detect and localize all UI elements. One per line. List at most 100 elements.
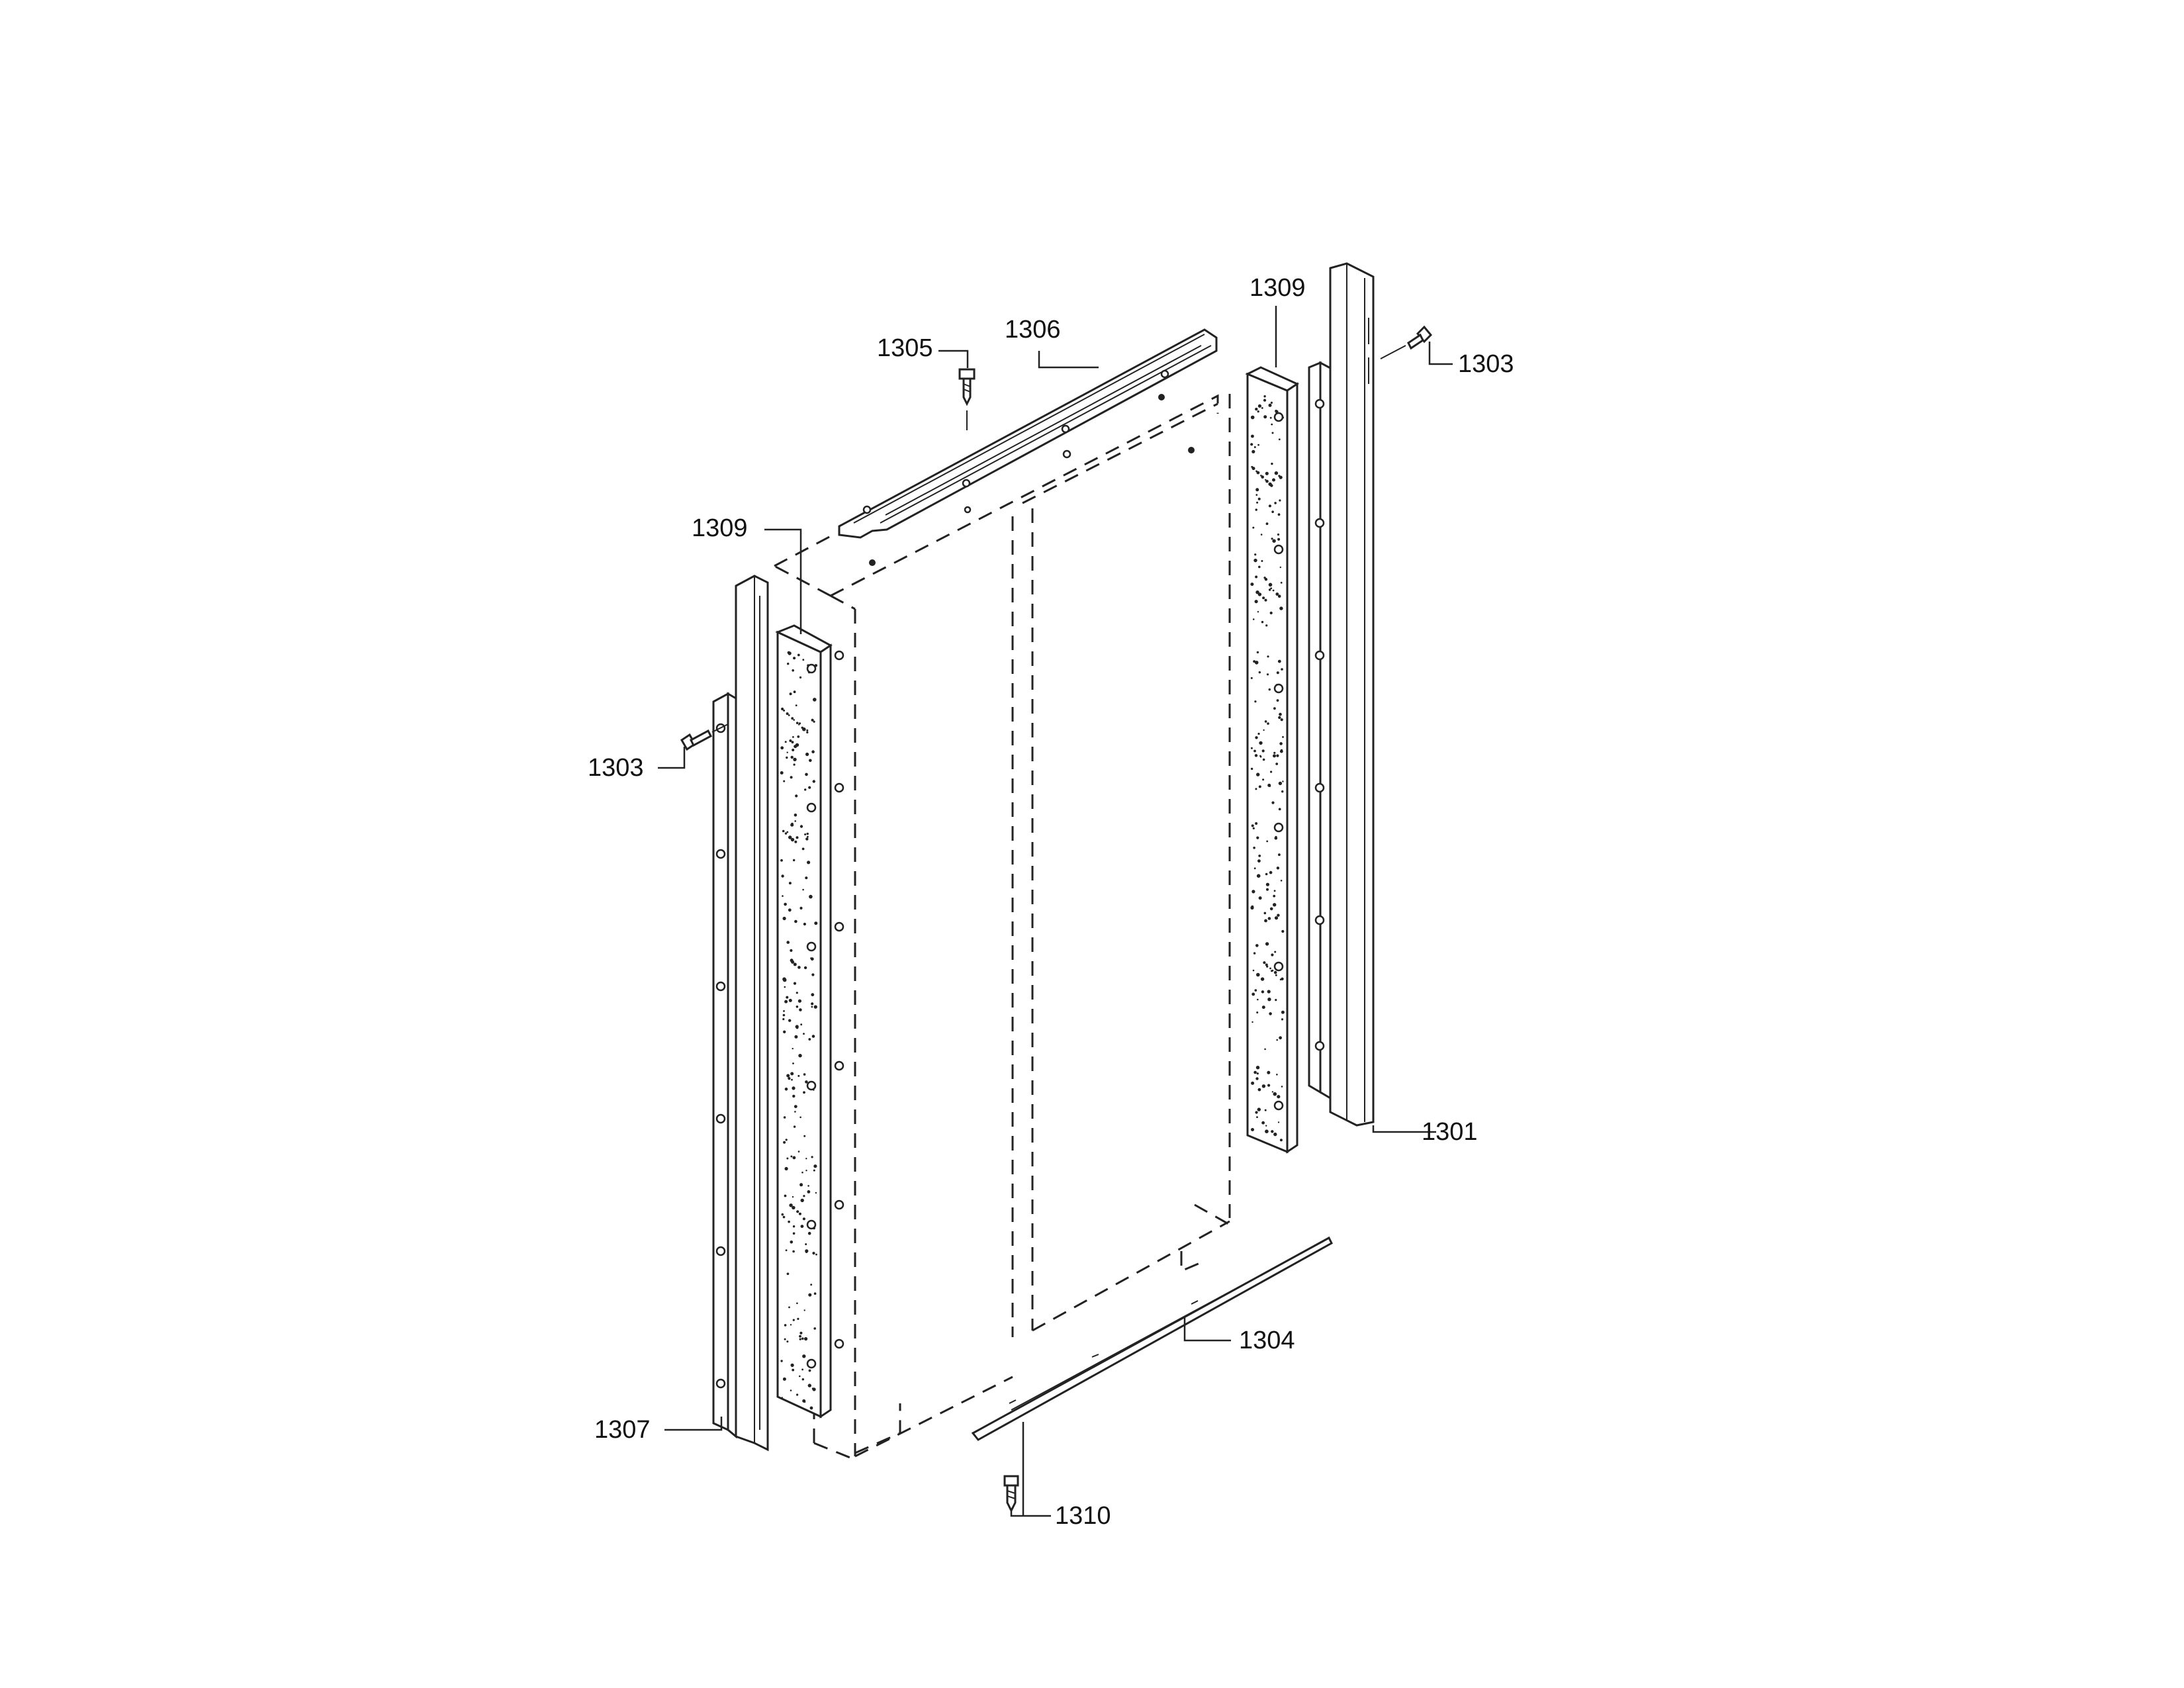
foam-speck xyxy=(786,1157,789,1160)
foam-speck xyxy=(1273,751,1276,754)
foam-speck xyxy=(1255,736,1258,739)
foam-speck xyxy=(791,822,794,825)
foam-speck xyxy=(1254,600,1258,604)
foam-speck xyxy=(796,836,799,839)
foam-speck xyxy=(792,1250,795,1253)
screw-1305-icon xyxy=(958,368,976,430)
foam-speck xyxy=(1275,763,1279,765)
foam-speck xyxy=(788,714,790,716)
foam-speck xyxy=(781,707,784,711)
foam-speck xyxy=(793,763,796,766)
foam-speck xyxy=(1251,824,1254,827)
foam-speck xyxy=(1263,415,1267,419)
foam-speck xyxy=(1273,1092,1277,1096)
foam-speck xyxy=(1251,905,1254,908)
foam-speck xyxy=(784,1166,788,1171)
foam-speck xyxy=(1280,718,1283,722)
foam-speck xyxy=(791,717,794,720)
foam-speck xyxy=(780,1360,783,1362)
foam-speck xyxy=(794,1105,797,1108)
foam-speck xyxy=(784,1338,786,1340)
foam-speck xyxy=(1261,1121,1265,1125)
foam-speck xyxy=(797,999,801,1003)
foam-speck xyxy=(806,731,809,733)
foam-speck xyxy=(1279,606,1283,610)
foam-speck xyxy=(810,1284,813,1286)
foam-speck xyxy=(786,996,789,999)
foam-speck xyxy=(1255,788,1257,790)
foam-speck xyxy=(781,1213,784,1216)
foam-speck xyxy=(799,906,803,910)
foam-speck xyxy=(807,1185,809,1187)
foam-speck xyxy=(1255,822,1258,825)
foam-speck xyxy=(1277,594,1281,598)
foam-speck xyxy=(1268,688,1271,691)
foam-speck xyxy=(1256,1116,1258,1118)
foam-speck xyxy=(792,1368,795,1372)
foam-speck xyxy=(794,745,797,749)
foam-speck xyxy=(1279,475,1283,479)
foam-speck xyxy=(797,735,800,738)
foam-speck xyxy=(808,1293,812,1297)
foam-speck xyxy=(1255,1111,1258,1114)
foam-speck xyxy=(1253,952,1256,955)
foam-speck xyxy=(811,1156,813,1158)
foam-speck xyxy=(797,1150,800,1152)
foam-speck xyxy=(793,962,797,966)
foam-speck xyxy=(1273,754,1276,758)
callout-1303-left: 1303 xyxy=(588,754,644,782)
foam-speck xyxy=(1265,522,1269,526)
foam-speck xyxy=(784,1194,787,1197)
foam-speck xyxy=(811,1006,813,1008)
insulation-strip-left-1309 xyxy=(775,624,833,1419)
foam-speck xyxy=(813,1005,817,1009)
foam-speck xyxy=(793,757,797,762)
foam-speck xyxy=(793,1125,796,1128)
foam-speck xyxy=(799,1335,801,1338)
foam-speck xyxy=(1270,771,1273,773)
foam-speck xyxy=(1275,835,1277,839)
foam-speck xyxy=(790,1389,792,1391)
foam-speck xyxy=(783,1030,786,1034)
foam-speck xyxy=(786,1340,789,1343)
foam-speck xyxy=(1274,471,1279,475)
foam-speck xyxy=(811,1035,815,1038)
foam-speck xyxy=(1257,732,1260,735)
foam-speck xyxy=(790,1363,794,1367)
foam-speck xyxy=(1250,747,1253,749)
foam-speck xyxy=(1257,592,1262,596)
foam-speck xyxy=(1265,872,1268,876)
foam-speck xyxy=(1256,1011,1259,1013)
foam-speck xyxy=(1251,1081,1255,1085)
foam-speck xyxy=(1269,870,1273,874)
foam-speck xyxy=(799,1375,801,1378)
foam-speck xyxy=(1264,1048,1266,1051)
foam-speck xyxy=(790,1241,794,1244)
foam-speck xyxy=(1259,741,1263,745)
foam-speck xyxy=(1257,859,1261,863)
foam-speck xyxy=(1255,944,1259,947)
foam-speck xyxy=(1268,588,1271,591)
foam-speck xyxy=(1253,749,1256,753)
foam-speck xyxy=(802,727,806,731)
foam-speck xyxy=(792,749,795,751)
foam-speck xyxy=(1266,840,1269,843)
foam-speck xyxy=(794,814,797,817)
foam-speck xyxy=(809,1406,813,1410)
foam-speck xyxy=(802,659,805,661)
foam-speck xyxy=(801,1378,805,1381)
foam-speck xyxy=(796,1026,799,1029)
foam-speck xyxy=(796,1006,799,1008)
foam-speck xyxy=(782,916,786,921)
foam-speck xyxy=(784,1000,788,1004)
foam-speck xyxy=(791,960,795,964)
foam-speck xyxy=(1275,974,1277,976)
callout-1306: 1306 xyxy=(1005,316,1061,344)
foam-speck xyxy=(786,831,789,833)
foam-speck xyxy=(1267,722,1269,725)
foam-speck xyxy=(793,719,795,721)
foam-speck xyxy=(797,653,800,657)
foam-speck xyxy=(814,921,818,925)
foam-speck xyxy=(1267,998,1271,1002)
foam-speck xyxy=(782,1018,785,1021)
